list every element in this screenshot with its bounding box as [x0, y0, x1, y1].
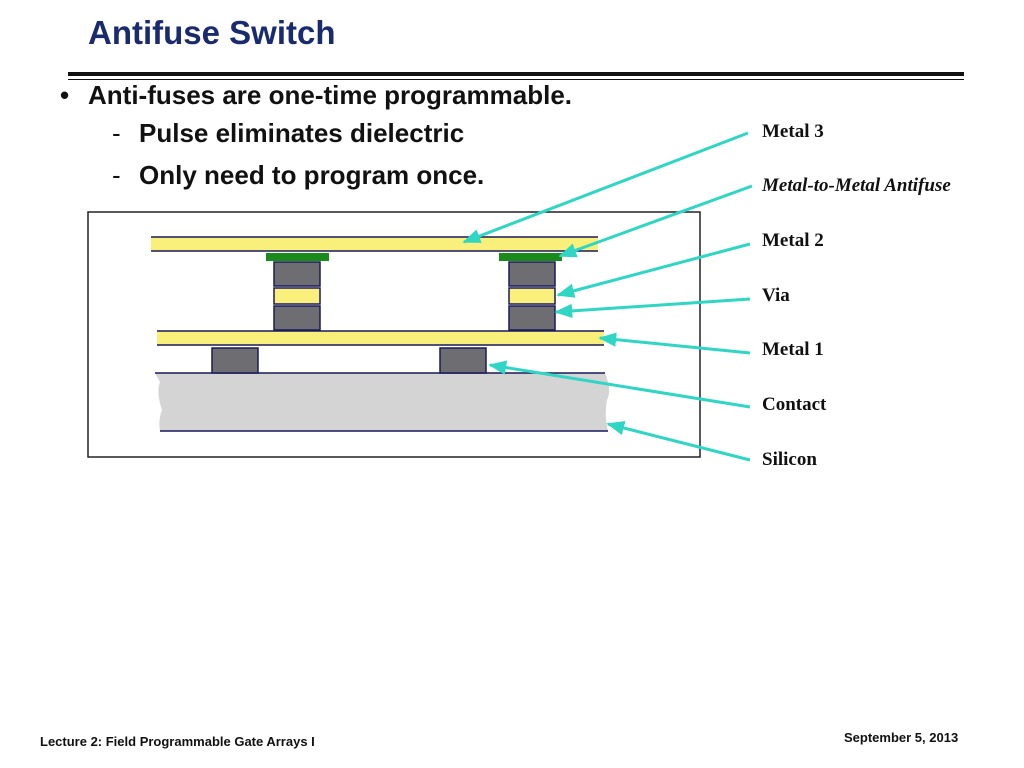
label-metal-3: Metal 3 [762, 121, 824, 142]
pointer-arrow-antifuse [558, 184, 753, 258]
pointer-arrow-contact [488, 360, 751, 409]
label-metal-to-metal-antifuse: Metal-to-Metal Antifuse [762, 175, 951, 196]
sub-item-text: Pulse eliminates dielectric [139, 118, 465, 148]
via-block [273, 261, 321, 287]
slide-title: Antifuse Switch [88, 14, 336, 51]
antifuse-element [499, 253, 562, 261]
metal-3-layer [151, 237, 598, 251]
metal-1-layer [157, 331, 604, 345]
pointer-arrow-metal-1 [598, 332, 751, 355]
bullet-item: • Anti-fuses are one-time programmable. [60, 80, 572, 111]
footer-lecture-title: Lecture 2: Field Programmable Gate Array… [40, 734, 315, 749]
pointer-arrow-silicon [606, 421, 751, 462]
label-metal-1: Metal 1 [762, 339, 824, 360]
bullet-text: Anti-fuses are one-time programmable. [88, 80, 572, 110]
silicon-substrate [155, 373, 610, 431]
footer-date: September 5, 2013 [844, 730, 959, 745]
pointer-arrow-metal-2 [556, 242, 751, 298]
sub-item: -Pulse eliminates dielectric [112, 118, 464, 149]
pointer-arrow-via [554, 297, 751, 319]
label-silicon: Silicon [762, 449, 817, 470]
sub-marker: - [112, 118, 121, 148]
via-block [508, 305, 556, 331]
label-via: Via [762, 285, 790, 306]
sub-marker: - [112, 160, 121, 190]
title-rule-thick [68, 72, 964, 76]
label-contact: Contact [762, 394, 827, 415]
bullet-marker: • [60, 80, 70, 110]
via-block [508, 261, 556, 287]
label-metal-2: Metal 2 [762, 230, 824, 251]
contact-block [439, 347, 487, 374]
contact-block [211, 347, 259, 374]
pointer-arrow-metal-3 [462, 131, 749, 244]
via-metal-2-block [508, 287, 556, 305]
via-block [273, 305, 321, 331]
via-metal-2-block [273, 287, 321, 305]
sub-item: -Only need to program once. [112, 160, 484, 191]
title-rule-thin [68, 79, 964, 80]
sub-item-text: Only need to program once. [139, 160, 485, 190]
antifuse-element [266, 253, 329, 261]
